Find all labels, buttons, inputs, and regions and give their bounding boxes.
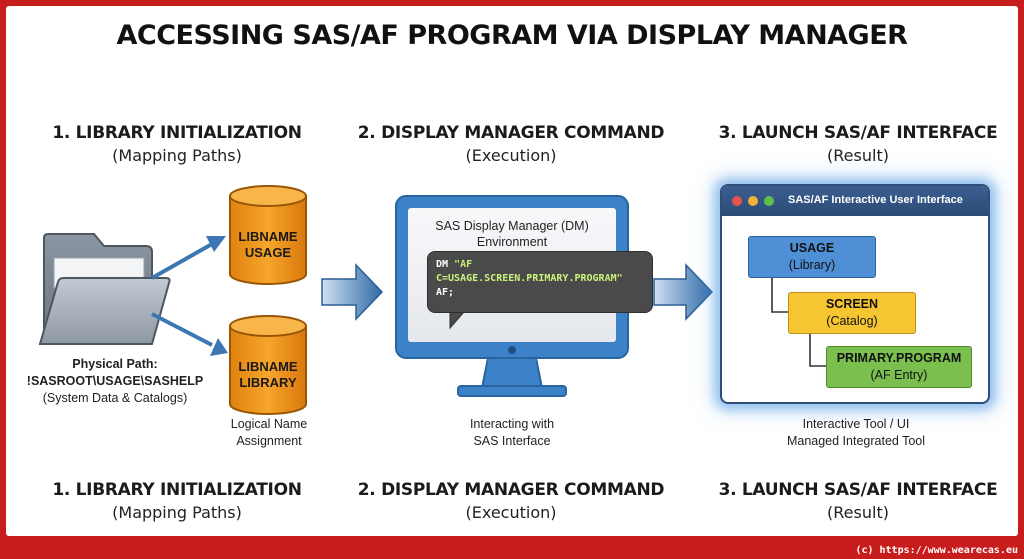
physical-path-label: Physical Path: (72, 357, 158, 371)
libname-usage-label: LIBNAME USAGE (238, 229, 298, 260)
section-2-title: 2. DISPLAY MANAGER COMMAND (357, 123, 665, 143)
footer-1-subtitle: (Mapping Paths) (112, 503, 242, 522)
footer-3-title: 3. LAUNCH SAS/AF INTERFACE (718, 480, 998, 500)
footer-2-title: 2. DISPLAY MANAGER COMMAND (357, 480, 665, 500)
dm-command-bubble: DM "AF C=USAGE.SCREEN.PRIMARY.PROGRAM" A… (427, 251, 653, 313)
dm-command-line-1: DM "AF (436, 259, 473, 270)
footer-3-subtitle: (Result) (827, 503, 889, 522)
window-titlebar: SAS/AF Interactive User Interface (722, 186, 988, 216)
footer-1-title: 1. LIBRARY INITIALIZATION (52, 480, 302, 500)
footer-credit: (c) https://www.wearecas.eu (855, 545, 1018, 556)
minimize-dot-icon (748, 196, 758, 206)
section-heading-3: 3. LAUNCH SAS/AF INTERFACE (Result) (708, 123, 1008, 165)
physical-path-note: (System Data & Catalogs) (42, 391, 188, 405)
dm-command-line-3: AF; (436, 287, 455, 298)
section-3-subtitle: (Result) (827, 146, 889, 165)
af-caption: Interactive Tool / UI Managed Integrated… (786, 417, 926, 448)
footer-heading-1: 1. LIBRARY INITIALIZATION (Mapping Paths… (32, 480, 322, 522)
footer-heading-3: 3. LAUNCH SAS/AF INTERFACE (Result) (708, 480, 1008, 522)
libname-library-cylinder (229, 315, 307, 415)
mapping-arrows (151, 236, 228, 356)
footer-heading-2: 2. DISPLAY MANAGER COMMAND (Execution) (356, 480, 666, 522)
footer-2-subtitle: (Execution) (465, 503, 557, 522)
section-heading-2: 2. DISPLAY MANAGER COMMAND (Execution) (356, 123, 666, 165)
window-title: SAS/AF Interactive User Interface (788, 194, 963, 206)
physical-path-caption: Physical Path: !SASROOT\USAGE\SASHELP (S… (20, 356, 210, 407)
sas-af-window: SAS/AF Interactive User Interface USAGE … (720, 184, 990, 404)
libname-library-label: LIBNAME LIBRARY (238, 359, 298, 390)
libname-usage-cylinder (229, 185, 307, 285)
close-dot-icon (732, 196, 742, 206)
section-1-title: 1. LIBRARY INITIALIZATION (52, 123, 302, 143)
tree-connectors (771, 278, 826, 367)
tree-node-primary-program: PRIMARY.PROGRAM (AF Entry) (826, 346, 972, 388)
tree-node-screen: SCREEN (Catalog) (788, 292, 916, 334)
section-3-title: 3. LAUNCH SAS/AF INTERFACE (718, 123, 998, 143)
maximize-dot-icon (764, 196, 774, 206)
section-1-subtitle: (Mapping Paths) (112, 146, 242, 165)
folder-icon (38, 233, 171, 345)
page-title: ACCESSING SAS/AF PROGRAM VIA DISPLAY MAN… (116, 20, 908, 51)
dm-caption: Interacting with SAS Interface (469, 417, 555, 448)
section-heading-1: 1. LIBRARY INITIALIZATION (Mapping Paths… (32, 123, 322, 165)
physical-path-value: !SASROOT\USAGE\SASHELP (26, 374, 204, 388)
flow-arrow-1 (321, 263, 384, 321)
dm-command-line-2: C=USAGE.SCREEN.PRIMARY.PROGRAM" (436, 273, 623, 284)
section-2-subtitle: (Execution) (465, 146, 557, 165)
diagram-frame: ACCESSING SAS/AF PROGRAM VIA DISPLAY MAN… (6, 6, 1018, 536)
dm-environment-label: SAS Display Manager (DM) Environment (435, 219, 589, 249)
flow-arrow-2 (653, 263, 714, 321)
logical-name-caption: Logical Name Assignment (230, 417, 308, 448)
tree-node-usage: USAGE (Library) (748, 236, 876, 278)
